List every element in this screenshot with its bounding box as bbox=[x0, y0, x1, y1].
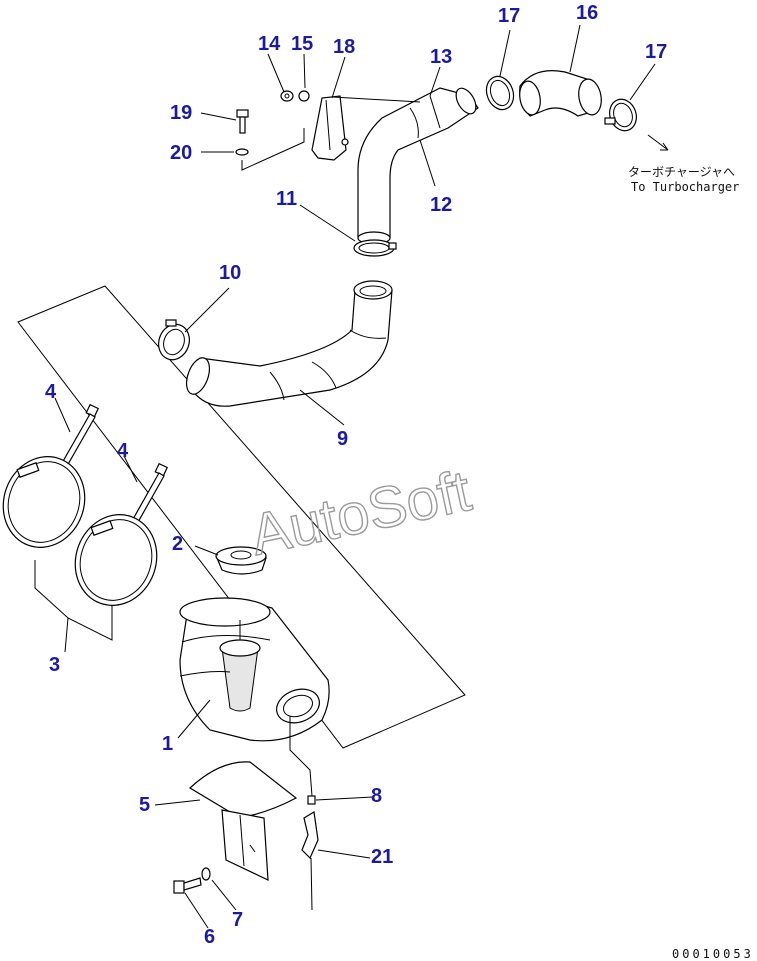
clamp-17-left bbox=[485, 75, 515, 111]
callout-1: 1 bbox=[162, 733, 173, 755]
callout-17-right: 17 bbox=[645, 41, 667, 63]
clamp-11 bbox=[353, 239, 397, 257]
callout-16: 16 bbox=[576, 2, 598, 24]
callout-2: 2 bbox=[172, 533, 183, 555]
callout-9: 9 bbox=[337, 428, 348, 450]
callout-15: 15 bbox=[291, 33, 313, 55]
clamp-10 bbox=[158, 319, 190, 361]
callout-13: 13 bbox=[430, 46, 452, 68]
pipe-12-13 bbox=[357, 87, 479, 245]
part-callouts: 14 15 18 19 20 13 17 16 17 12 11 10 9 4 … bbox=[45, 2, 667, 948]
air-cleaner-1 bbox=[179, 597, 330, 742]
note-english: To Turbocharger bbox=[631, 180, 739, 194]
callout-21: 21 bbox=[371, 846, 393, 868]
callout-11: 11 bbox=[276, 188, 297, 210]
callout-18: 18 bbox=[333, 36, 355, 58]
indicator-hose-line bbox=[289, 716, 313, 911]
washer-15 bbox=[298, 90, 310, 102]
cap-2 bbox=[215, 546, 267, 575]
callout-10: 10 bbox=[219, 262, 241, 284]
nut-14 bbox=[280, 90, 294, 102]
bracket-18 bbox=[311, 95, 349, 161]
callout-20: 20 bbox=[170, 142, 192, 164]
callout-3: 3 bbox=[49, 654, 60, 676]
hose-9 bbox=[185, 280, 393, 407]
drawing-number: 00010053 bbox=[672, 947, 754, 961]
band-clamp-3-right bbox=[74, 514, 158, 606]
bracket-5 bbox=[189, 761, 298, 881]
band-clamp-3-left bbox=[2, 456, 86, 548]
clamp-17-right bbox=[604, 98, 637, 132]
hose-21 bbox=[301, 811, 319, 860]
leader-lines bbox=[54, 24, 656, 929]
note-japanese: ターボチャージャへ bbox=[628, 165, 735, 179]
callout-5: 5 bbox=[139, 794, 150, 816]
indicator-8 bbox=[307, 795, 316, 805]
hose-16 bbox=[519, 70, 602, 117]
callout-19: 19 bbox=[170, 102, 192, 124]
callout-7: 7 bbox=[232, 909, 243, 931]
watermark: AutoSoft bbox=[245, 458, 476, 568]
callout-12: 12 bbox=[430, 194, 452, 216]
washer-20 bbox=[235, 148, 249, 156]
turbo-direction-arrow bbox=[647, 134, 669, 151]
bolt-19 bbox=[236, 109, 249, 134]
bolt-6 bbox=[173, 877, 202, 894]
callout-8: 8 bbox=[371, 785, 382, 807]
callout-17-left: 17 bbox=[498, 5, 520, 27]
callout-4-lower: 4 bbox=[117, 440, 129, 462]
washer-7 bbox=[201, 867, 211, 881]
bolt-install-line bbox=[241, 128, 305, 171]
callout-6: 6 bbox=[204, 926, 215, 948]
callout-4-upper: 4 bbox=[45, 381, 57, 403]
callout-14: 14 bbox=[258, 33, 281, 55]
